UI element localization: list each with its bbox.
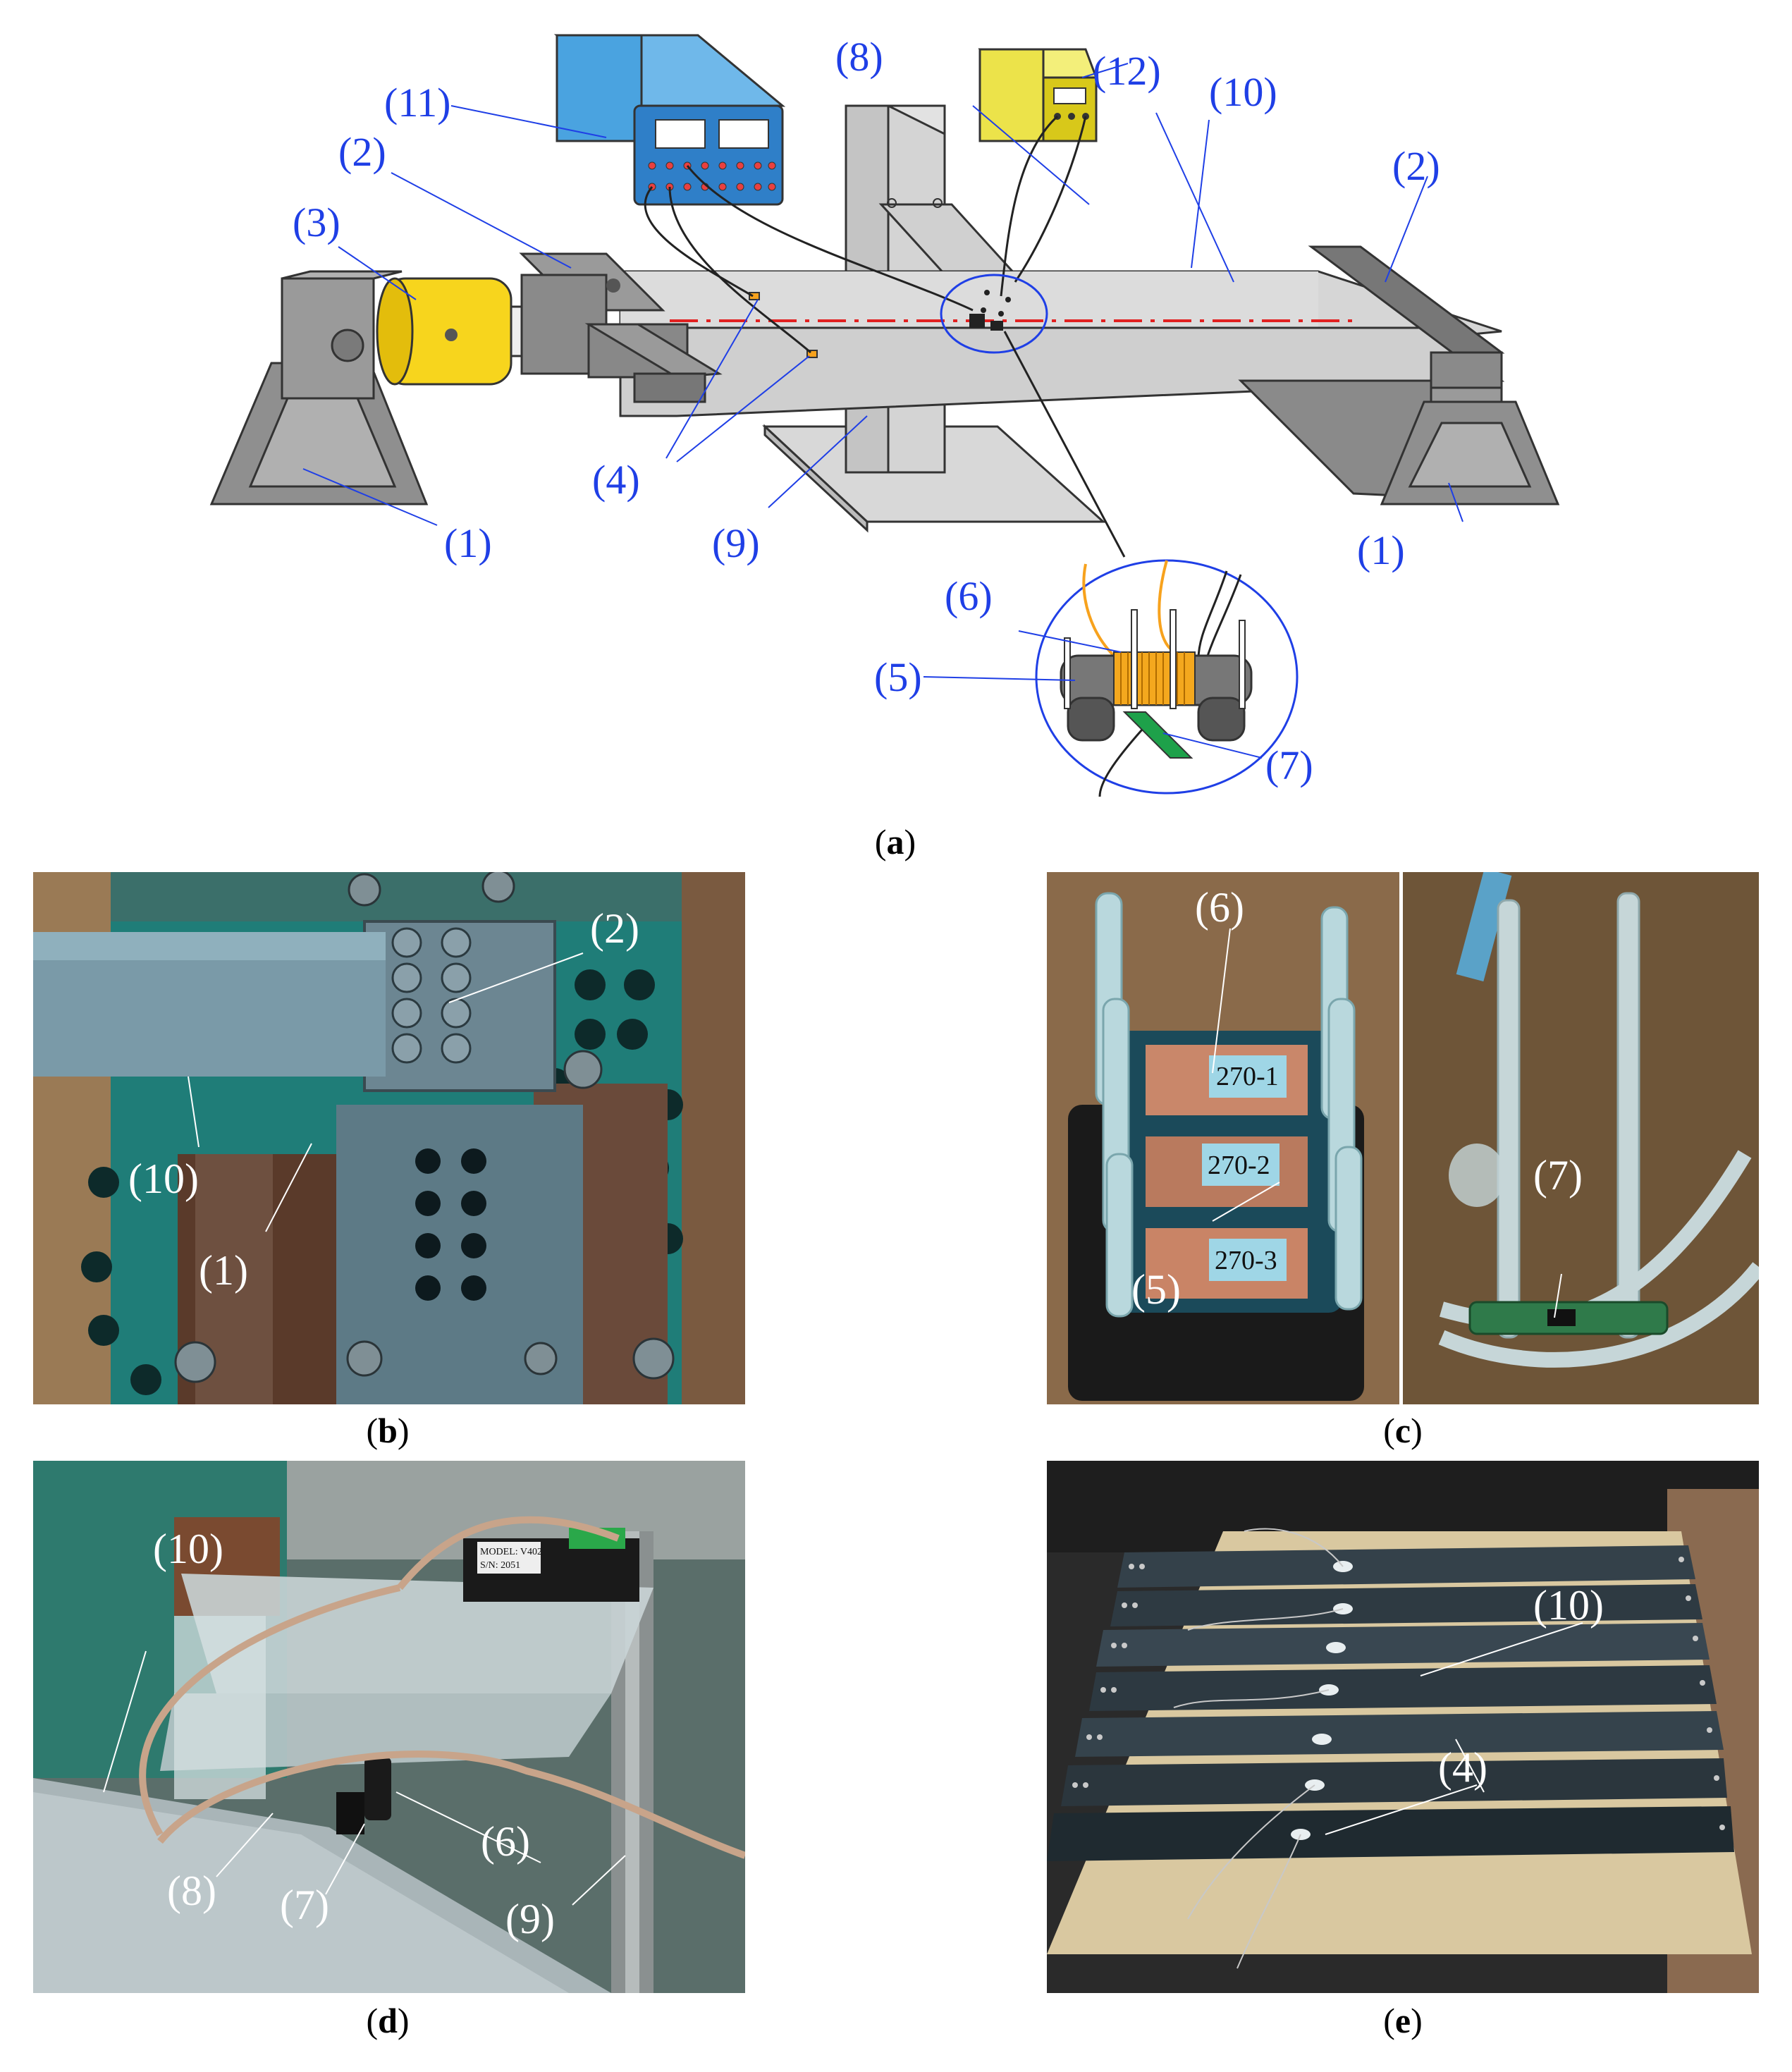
panel-c-label-6: (6) [1195, 884, 1244, 931]
panel-d-label-9: (9) [505, 1896, 555, 1942]
panel-d-label-8: (8) [167, 1868, 216, 1914]
panel-a-schematic: (1) (1) (2) (2) (3) (4) (5) (6) (7) (8) … [0, 0, 1792, 811]
steel-strip-stack [1047, 1545, 1734, 1861]
label-11: (11) [384, 80, 450, 125]
device-model-text: MODEL: V402 [480, 1547, 542, 1557]
panel-e-label-4: (4) [1438, 1744, 1487, 1791]
label-7: (7) [1265, 742, 1313, 788]
label-6: (6) [945, 573, 993, 619]
panel-b-label-1: (1) [199, 1247, 248, 1294]
panel-d-svg: MODEL: V402 S/N: 2051 (10) (8) (7) (6) (… [33, 1461, 745, 1993]
sensor-location-circle [940, 274, 1048, 354]
d-fixture-plate [181, 1574, 653, 1693]
panel-d-label-10: (10) [153, 1526, 223, 1572]
panel-e-label-10: (10) [1533, 1582, 1604, 1629]
label-3: (3) [293, 200, 340, 245]
label-2-left: (2) [338, 129, 386, 175]
sensor-fixture [1438, 872, 1759, 1368]
panel-d-label-7: (7) [280, 1882, 329, 1928]
label-12: (12) [1093, 48, 1161, 94]
panel-e-svg: (10) (4) [1047, 1461, 1759, 1993]
panel-b-photo: (2) (10) (1) [33, 872, 745, 1404]
label-1-left: (1) [444, 520, 492, 566]
panel-b-label-10: (10) [128, 1155, 199, 1202]
label-8: (8) [835, 34, 883, 80]
label-10: (10) [1209, 69, 1277, 115]
panel-b-svg: (2) (10) (1) [33, 872, 745, 1404]
inset-sensor-board [1122, 711, 1193, 759]
caption-a: (a) [874, 822, 916, 862]
caption-d: (d) [366, 2001, 410, 2040]
label-9: (9) [712, 520, 760, 566]
label-4: (4) [592, 457, 640, 503]
panel-e-photo: (10) (4) [1047, 1461, 1759, 1993]
caption-e: (e) [1383, 2001, 1423, 2040]
panel-c-label-5: (5) [1131, 1266, 1181, 1313]
panel-c-photo: 270-1 270-2 270-3 (6) (5) (7) [1047, 872, 1759, 1404]
label-5: (5) [874, 654, 922, 700]
stacked-cores [1068, 1031, 1364, 1401]
device-sn-text: S/N: 2051 [480, 1560, 520, 1571]
core-tag-1: 270-1 [1216, 1062, 1279, 1091]
schematic-svg: (1) (1) (2) (2) (3) (4) (5) (6) (7) (8) … [209, 34, 1560, 797]
caption-b: (b) [366, 1411, 410, 1450]
label-2-right: (2) [1392, 143, 1440, 189]
core-tag-2: 270-2 [1208, 1151, 1270, 1180]
panel-d-label-6: (6) [481, 1818, 530, 1865]
panel-c-svg: 270-1 270-2 270-3 (6) (5) (7) [1047, 872, 1759, 1404]
panel-c-label-7: (7) [1533, 1152, 1583, 1199]
panel-b-label-2: (2) [590, 905, 639, 952]
caption-c: (c) [1383, 1411, 1423, 1450]
label-1-right: (1) [1357, 527, 1405, 573]
panel-d-photo: MODEL: V402 S/N: 2051 (10) (8) (7) (6) (… [33, 1461, 745, 1993]
core-tag-3: 270-3 [1215, 1246, 1277, 1275]
inset-coil [1113, 651, 1196, 706]
